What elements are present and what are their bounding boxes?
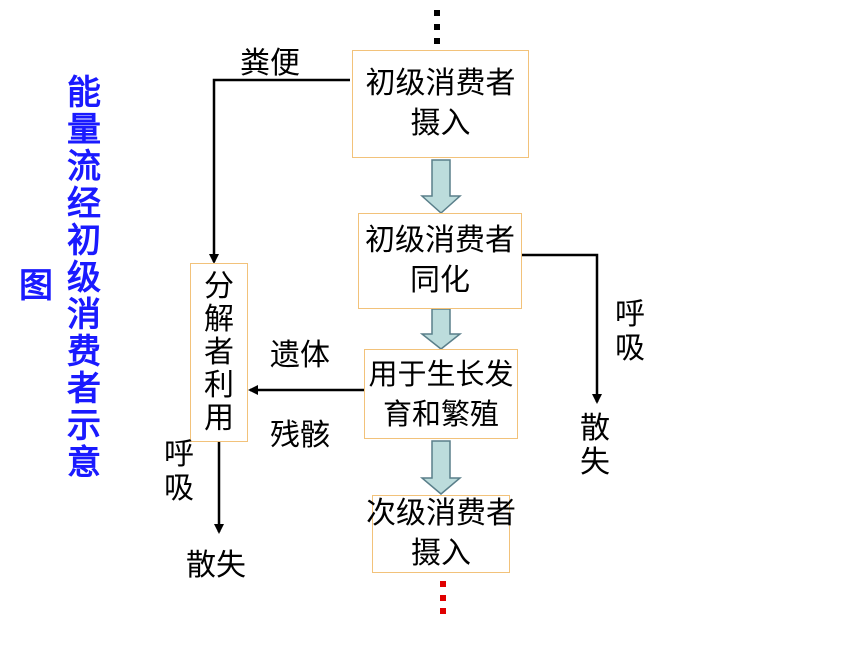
block-arrow-2	[419, 308, 463, 350]
box-primary-consumer-assimilate: 初级消费者同化	[358, 213, 522, 309]
box-growth-reproduction: 用于生长发育和繁殖	[364, 349, 518, 439]
label-lost-left: 散失	[186, 548, 246, 583]
label-respiration-left: 呼吸	[164, 437, 194, 506]
box-secondary-consumer-ingest-label: 次级消费者摄入	[366, 496, 516, 571]
block-arrow-3	[419, 440, 463, 495]
box-decomposer-label: 分解者利用	[204, 269, 234, 436]
box-growth-reproduction-label: 用于生长发育和繁殖	[368, 357, 514, 431]
diagram-title: 能量流经初级消费者示意	[67, 73, 101, 483]
label-lost-right: 散失	[580, 411, 610, 480]
title-left-char: 图	[19, 266, 53, 306]
continuation-dots-bottom	[440, 581, 446, 614]
box-primary-consumer-ingest: 初级消费者摄入	[352, 50, 529, 158]
label-feces: 粪便	[240, 46, 300, 81]
label-respiration-right: 呼吸	[615, 297, 645, 366]
label-remains: 遗体	[270, 338, 330, 373]
label-residue: 残骸	[270, 418, 330, 453]
box-primary-consumer-assimilate-label: 初级消费者同化	[365, 223, 515, 298]
continuation-dots-top	[434, 10, 440, 44]
feces-arrow	[209, 78, 350, 264]
box-primary-consumer-ingest-label: 初级消费者摄入	[365, 66, 516, 141]
respiration-arrow-right	[522, 253, 602, 404]
block-arrow-1	[420, 159, 462, 215]
box-secondary-consumer-ingest: 次级消费者摄入	[366, 495, 516, 573]
box-decomposer: 分解者利用	[190, 263, 248, 442]
